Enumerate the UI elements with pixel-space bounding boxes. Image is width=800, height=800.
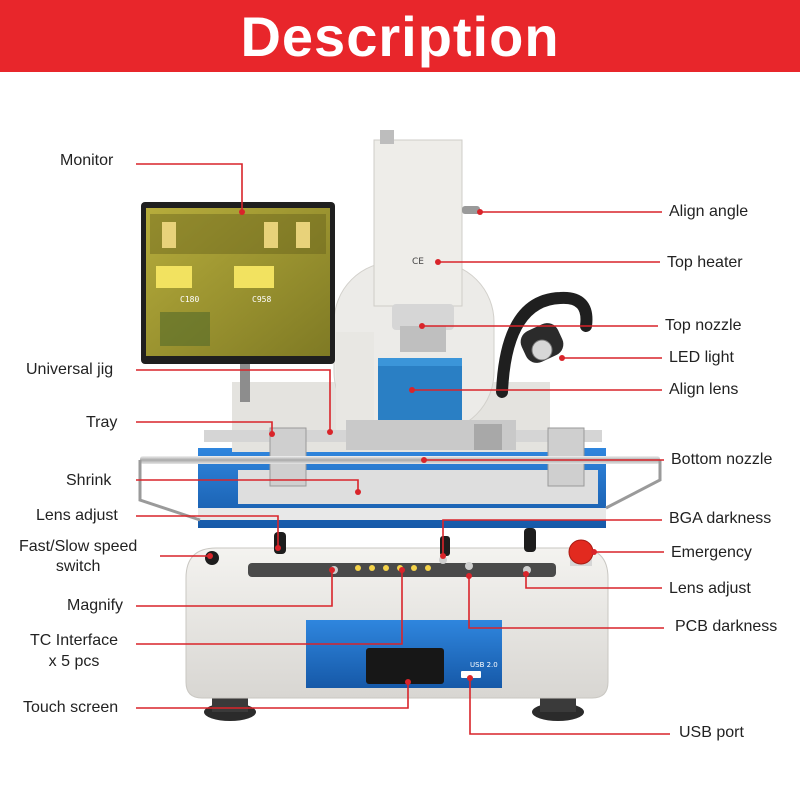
- label-usb-port: USB port: [679, 724, 744, 741]
- monitor-label-c180: C180: [180, 295, 199, 304]
- leader-bottom-nozzle-dot: [421, 457, 427, 463]
- led-light: [496, 291, 593, 398]
- header-banner: Description: [0, 0, 800, 72]
- leader-top-heater-dot: [435, 259, 441, 265]
- usb-marking: USB 2.0: [470, 661, 498, 669]
- align-lens: [378, 358, 462, 420]
- usb-port[interactable]: USB 2.0: [461, 661, 498, 678]
- label-emergency: Emergency: [671, 544, 752, 561]
- leader-bga-darkness-dot: [440, 553, 446, 559]
- leader-shrink: [136, 479, 359, 492]
- page-title: Description: [240, 4, 560, 68]
- label-universal-jig: Universal jig: [26, 361, 114, 378]
- leader-fast-slow-switch-dot: [207, 553, 213, 559]
- label-pcb-darkness: PCB darkness: [675, 618, 778, 635]
- monitor: C180 C958: [141, 202, 335, 402]
- leader-monitor-dot: [239, 209, 245, 215]
- label-led-light: LED light: [669, 349, 734, 366]
- label-lens-adjust-right: Lens adjust: [669, 580, 751, 597]
- label-bottom-nozzle: Bottom nozzle: [671, 451, 773, 468]
- guide-rail: [138, 456, 662, 522]
- leader-universal-jig: [136, 369, 331, 432]
- label-top-heater: Top heater: [667, 254, 743, 271]
- leader-lens-adjust-left: [136, 515, 279, 548]
- label-bga-darkness: BGA darkness: [669, 510, 772, 527]
- leader-magnify-dot: [329, 567, 335, 573]
- leader-tray-dot: [269, 431, 275, 437]
- leader-lines: [136, 163, 670, 735]
- label-tray: Tray: [86, 414, 118, 431]
- leader-shrink-dot: [355, 489, 361, 495]
- leader-align-angle-dot: [477, 209, 483, 215]
- leader-emergency-dot: [591, 549, 597, 555]
- machine-base: [185, 547, 609, 721]
- label-touch-screen: Touch screen: [23, 699, 119, 716]
- align-angle-knob: [462, 206, 480, 214]
- leader-tc-interface: [136, 570, 403, 645]
- svg-text:CE: CE: [412, 257, 424, 267]
- label-shrink: Shrink: [66, 472, 112, 489]
- leader-top-nozzle-dot: [419, 323, 425, 329]
- leader-usb-port: [469, 678, 670, 735]
- leader-usb-port-dot: [467, 675, 473, 681]
- leader-lens-adjust-right: [525, 574, 662, 589]
- leader-tc-interface-dot: [399, 567, 405, 573]
- leader-pcb-darkness: [468, 576, 664, 629]
- leader-led-light-dot: [559, 355, 565, 361]
- leader-lens-adjust-left-dot: [275, 545, 281, 551]
- emergency-button[interactable]: [568, 539, 594, 566]
- leader-touch-screen-dot: [405, 679, 411, 685]
- label-monitor: Monitor: [60, 152, 114, 169]
- leader-tray: [136, 421, 273, 434]
- leader-magnify: [136, 570, 333, 607]
- leader-touch-screen: [136, 682, 409, 709]
- leader-universal-jig-dot: [327, 429, 333, 435]
- leader-align-lens-dot: [409, 387, 415, 393]
- top-heater: CE: [373, 130, 463, 307]
- leader-bga-darkness: [442, 519, 662, 556]
- label-top-nozzle: Top nozzle: [665, 317, 742, 334]
- leader-pcb-darkness-dot: [466, 573, 472, 579]
- label-lens-adjust-left: Lens adjust: [36, 507, 118, 524]
- leader-lens-adjust-right-dot: [523, 571, 529, 577]
- label-align-lens: Align lens: [669, 381, 739, 398]
- monitor-label-c958: C958: [252, 295, 271, 304]
- label-magnify: Magnify: [67, 597, 124, 614]
- top-nozzle: [392, 304, 454, 352]
- label-align-angle: Align angle: [669, 203, 749, 220]
- leader-monitor: [136, 163, 243, 212]
